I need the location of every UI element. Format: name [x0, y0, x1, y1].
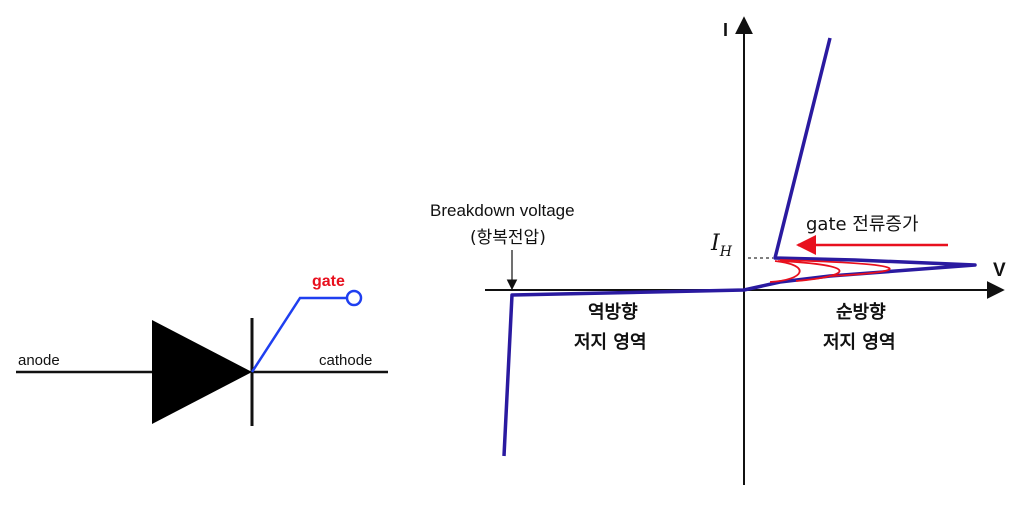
- gate-increase-label: gate 전류증가: [806, 214, 919, 235]
- forward-region-line1: 순방향: [836, 302, 886, 323]
- iv-curve: [502, 37, 977, 457]
- i-axis-label: I: [723, 20, 728, 40]
- breakdown-label-en: Breakdown voltage: [430, 201, 575, 220]
- gate-wire: [250, 296, 348, 373]
- scr-symbol: anode cathode gate: [16, 273, 388, 426]
- holding-current-main: I: [710, 231, 721, 256]
- iv-characteristic: I V IH Breakdown voltage (항복전압) gate 전류증…: [430, 16, 1006, 485]
- forward-region-line2: 저지 영역: [823, 332, 896, 353]
- cathode-label: cathode: [319, 352, 372, 369]
- reverse-region-line2: 저지 영역: [574, 332, 647, 353]
- gate-label: gate: [312, 273, 345, 290]
- gate-terminal: [345, 289, 363, 307]
- breakdown-label-ko: (항복전압): [470, 228, 546, 248]
- gate-current-curves: [769, 259, 891, 283]
- gate-curve-3: [779, 259, 891, 277]
- diode-triangle: [152, 320, 252, 424]
- holding-current-sub: H: [719, 244, 733, 260]
- v-axis-label: V: [993, 260, 1006, 281]
- reverse-region-line1: 역방향: [588, 302, 638, 323]
- anode-label: anode: [18, 352, 60, 369]
- gate-curve-2: [777, 260, 841, 282]
- gate-curve-1: [769, 260, 801, 283]
- holding-current-label: IH: [710, 231, 733, 260]
